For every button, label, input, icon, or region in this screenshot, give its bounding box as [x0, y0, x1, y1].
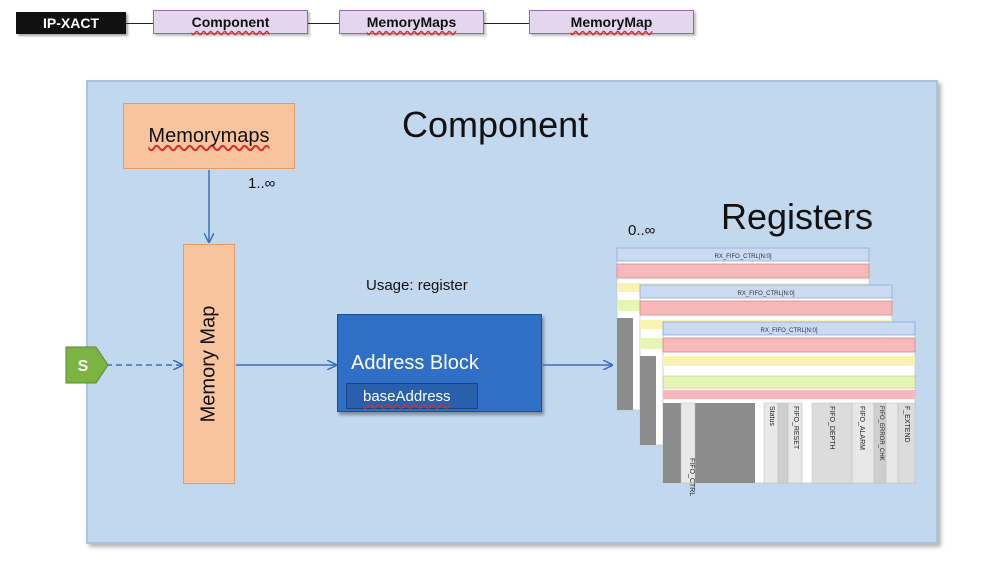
field-label: Status	[768, 406, 775, 426]
svg-text:RX_FIFO_CTRL[N:0]: RX_FIFO_CTRL[N:0]	[714, 254, 771, 260]
registers-multiplicity: 0..∞	[628, 222, 656, 239]
field-label: FIFO_DEPTH	[828, 406, 835, 450]
field-label: FIFO_ALARM	[858, 406, 865, 450]
field-label: FIFO_ERROR_CHK	[878, 406, 884, 461]
breadcrumb-connector	[484, 23, 529, 24]
breadcrumb-memorymaps[interactable]: MemoryMaps	[339, 10, 484, 34]
breadcrumb-component-label: Component	[191, 14, 270, 30]
base-address-label: baseAddress	[363, 387, 451, 405]
component-title: Component	[402, 104, 589, 145]
memorymaps-multiplicity: 1..∞	[248, 175, 276, 192]
base-address-field[interactable]: baseAddress	[346, 383, 478, 409]
register-card-front: RX_FIFO_CTRL[N:0] FIFO_CTRL Status FIFO_…	[662, 321, 916, 496]
memorymaps-label: Memorymaps	[148, 124, 270, 147]
address-block-label: Address Block	[351, 352, 479, 374]
field-label: FIFO_CTRL	[688, 458, 695, 496]
memory-map-box[interactable]: Memory Map	[183, 244, 235, 484]
breadcrumb-connector	[126, 23, 154, 24]
svg-text:RX_FIFO_CTRL[N:0]: RX_FIFO_CTRL[N:0]	[760, 328, 817, 334]
breadcrumb-connector	[308, 23, 339, 24]
breadcrumb-memorymaps-label: MemoryMaps	[366, 14, 457, 30]
breadcrumb-component[interactable]: Component	[153, 10, 308, 34]
breadcrumb-memorymap[interactable]: MemoryMap	[529, 10, 694, 34]
svg-text:RX_FIFO_CTRL[N:0]: RX_FIFO_CTRL[N:0]	[737, 291, 794, 297]
memorymaps-box[interactable]: Memorymaps	[123, 103, 295, 169]
registers-title: Registers	[721, 196, 874, 237]
start-marker-icon	[65, 346, 109, 384]
start-marker-label: S	[78, 358, 89, 375]
breadcrumb-memorymap-label: MemoryMap	[570, 14, 653, 30]
usage-label: Usage: register	[366, 277, 468, 294]
field-label: F_EXTEND	[903, 406, 910, 443]
breadcrumb-root-ipxact[interactable]: IP-XACT	[16, 12, 126, 34]
field-label: FIFO_RESET	[792, 406, 799, 450]
